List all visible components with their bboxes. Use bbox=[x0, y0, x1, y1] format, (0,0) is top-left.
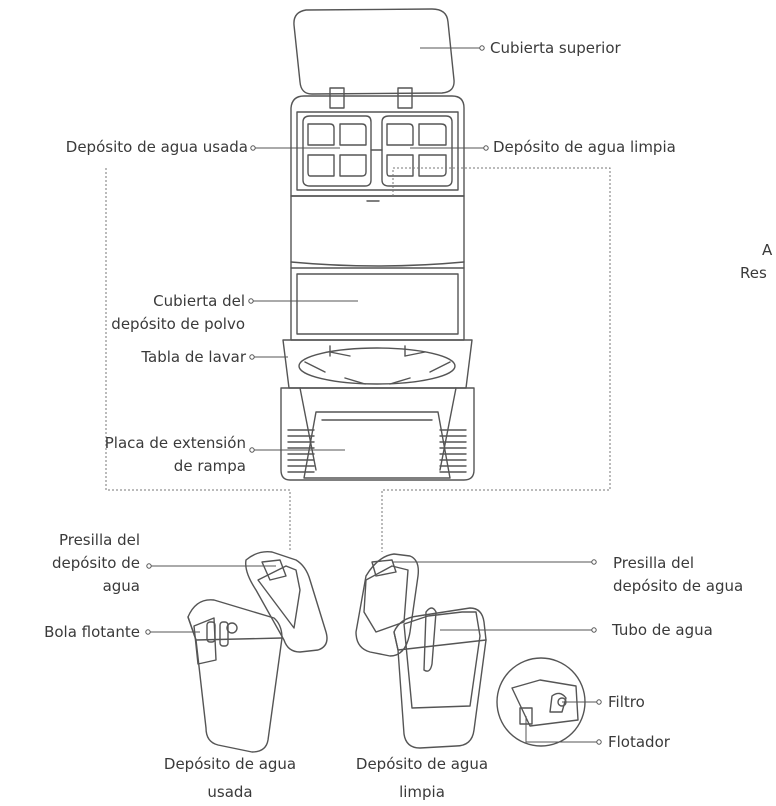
label-floater: Flotador bbox=[608, 733, 670, 751]
clean-tank-top bbox=[381, 115, 453, 187]
clean-tank-body bbox=[393, 607, 487, 749]
label-bottom-clean-line2: limpia bbox=[399, 783, 445, 801]
label-water-tube: Tubo de agua bbox=[612, 621, 713, 639]
label-edge-cut-1: A bbox=[762, 241, 773, 259]
label-top-cover: Cubierta superior bbox=[490, 39, 621, 57]
label-right-clip-line1: Presilla del bbox=[613, 554, 695, 572]
hinge-right bbox=[397, 87, 413, 109]
label-dust-cover-line2: depósito de polvo bbox=[111, 315, 245, 333]
label-clean-tank: Depósito de agua limpia bbox=[493, 138, 676, 156]
base bbox=[280, 387, 475, 481]
label-used-tank: Depósito de agua usada bbox=[65, 138, 248, 156]
label-ramp-line2: de rampa bbox=[173, 457, 246, 475]
used-tank-top bbox=[302, 115, 372, 187]
label-left-clip-line2: depósito de bbox=[51, 554, 140, 572]
label-float-ball: Bola flotante bbox=[44, 623, 140, 641]
label-right-clip-line2: depósito de agua bbox=[613, 577, 744, 595]
station-body-top bbox=[290, 95, 465, 197]
hinge-left bbox=[329, 87, 345, 109]
label-edge-cut-2: Res bbox=[740, 264, 767, 282]
water-tube bbox=[423, 607, 437, 672]
label-dust-cover-line1: Cubierta del bbox=[153, 292, 245, 310]
label-wash-board: Tabla de lavar bbox=[141, 348, 246, 366]
dotted-frame-right bbox=[381, 167, 611, 552]
dotted-frame-left bbox=[105, 168, 291, 552]
used-tank-lid bbox=[245, 550, 328, 653]
label-ramp-line1: Placa de extensión bbox=[104, 434, 246, 452]
label-left-clip-line1: Presilla del bbox=[58, 531, 140, 549]
label-bottom-used-line1: Depósito de agua bbox=[163, 755, 297, 773]
clean-tank-lid bbox=[355, 553, 420, 657]
wash-board bbox=[282, 339, 473, 389]
label-left-clip-line3: agua bbox=[102, 577, 140, 595]
used-tank-body bbox=[187, 599, 283, 753]
label-bottom-clean-line1: Depósito de agua bbox=[355, 755, 489, 773]
ramp-plate bbox=[303, 411, 451, 479]
dust-bin-cover bbox=[290, 261, 465, 267]
top-cover-lid bbox=[293, 8, 455, 95]
label-bottom-used-line2: usada bbox=[207, 783, 253, 801]
label-filter: Filtro bbox=[608, 693, 645, 711]
